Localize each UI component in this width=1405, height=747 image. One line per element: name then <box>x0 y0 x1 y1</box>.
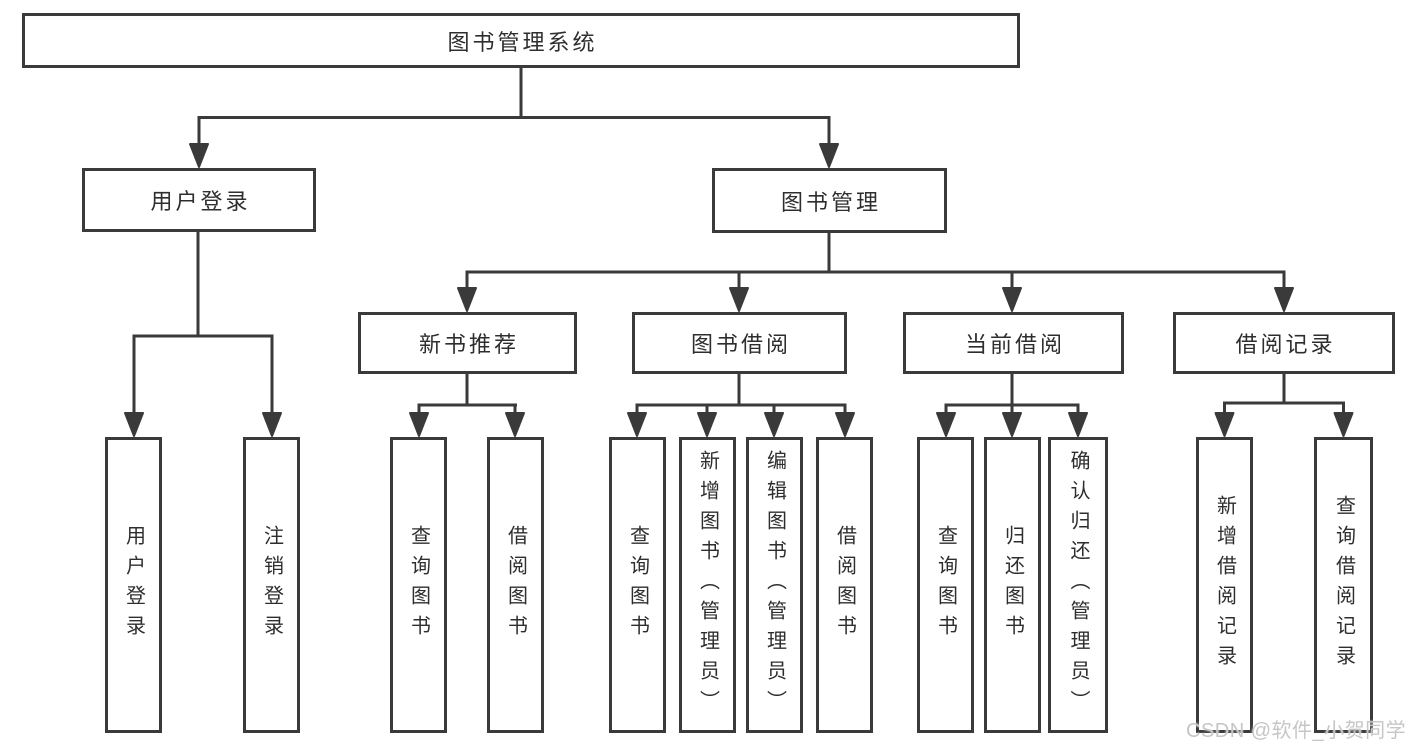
node-label: 归还图书 <box>1001 525 1024 645</box>
arrow-down-icon <box>1002 412 1022 437</box>
node-label: 当前借阅 <box>964 332 1065 357</box>
node-label: 新增图书（管理员） <box>696 450 719 720</box>
leaf-add-books-admin: 新增图书（管理员） <box>679 437 736 733</box>
leaf-query-books-current: 查询图书 <box>917 437 974 733</box>
arrow-down-icon <box>835 412 855 437</box>
arrow-down-icon <box>729 287 749 312</box>
node-label: 新书推荐 <box>418 332 519 357</box>
node-label: 查询图书 <box>934 525 957 645</box>
node-label: 编辑图书（管理员） <box>763 450 786 720</box>
arrow-down-icon <box>409 412 429 437</box>
leaf-user-login: 用户登录 <box>105 437 162 733</box>
branch-book-borrowing <box>627 374 855 437</box>
arrow-down-icon <box>627 412 647 437</box>
node-label: 注销登录 <box>260 525 283 645</box>
leaf-query-books-recommend: 查询图书 <box>390 437 447 733</box>
node-label: 用户登录 <box>122 525 145 645</box>
leaf-borrow-books-borrowing: 借阅图书 <box>816 437 873 733</box>
arrow-down-icon <box>936 412 956 437</box>
node-label: 新增借阅记录 <box>1213 495 1236 675</box>
node-user-login: 用户登录 <box>82 168 316 232</box>
leaf-confirm-return-admin: 确认归还（管理员） <box>1048 437 1108 733</box>
leaf-return-books: 归还图书 <box>984 437 1041 733</box>
arrow-down-icon <box>1068 412 1088 437</box>
arrow-down-icon <box>764 412 784 437</box>
arrow-down-icon <box>697 412 717 437</box>
arrow-down-icon <box>1333 412 1354 437</box>
node-label: 查询图书 <box>407 525 430 645</box>
node-label: 查询图书 <box>626 525 649 645</box>
node-label: 图书借阅 <box>690 332 791 357</box>
leaf-edit-books-admin: 编辑图书（管理员） <box>746 437 803 733</box>
node-label: 图书管理 <box>780 189 881 215</box>
node-label: 查询借阅记录 <box>1332 495 1355 675</box>
leaf-query-books-borrowing: 查询图书 <box>609 437 666 733</box>
branch-user-login <box>124 231 282 437</box>
leaf-query-borrow-record: 查询借阅记录 <box>1314 437 1373 733</box>
arrow-down-icon <box>819 143 839 168</box>
node-label: 用户登录 <box>150 189 251 214</box>
watermark: CSDN @软件_小贺同学 <box>1186 720 1405 742</box>
node-label: 借阅图书 <box>833 525 856 645</box>
branch-root-to-level2 <box>189 68 839 168</box>
node-current-borrowing: 当前借阅 <box>903 312 1124 374</box>
arrow-down-icon <box>1002 287 1022 312</box>
branch-new-book-recommendation <box>409 374 525 437</box>
node-label: 确认归还（管理员） <box>1067 450 1089 720</box>
node-book-borrowing: 图书借阅 <box>632 312 847 374</box>
arrow-down-icon <box>189 143 209 168</box>
node-book-management: 图书管理 <box>712 168 947 233</box>
node-label: 借阅记录 <box>1235 332 1336 357</box>
node-new-book-recommendation: 新书推荐 <box>358 312 577 374</box>
arrow-down-icon <box>1214 412 1235 437</box>
leaf-borrow-books-recommend: 借阅图书 <box>487 437 544 733</box>
branch-current-borrowing <box>936 374 1088 437</box>
branch-book-management <box>457 233 1294 312</box>
node-root: 图书管理系统 <box>22 13 1020 68</box>
branch-borrowing-records <box>1214 374 1354 437</box>
arrow-down-icon <box>262 412 282 437</box>
arrow-down-icon <box>124 412 144 437</box>
leaf-logout: 注销登录 <box>243 437 300 733</box>
node-label: 借阅图书 <box>504 525 527 645</box>
node-borrowing-records: 借阅记录 <box>1173 312 1395 374</box>
arrow-down-icon <box>457 287 477 312</box>
leaf-add-borrow-record: 新增借阅记录 <box>1196 437 1253 733</box>
arrow-down-icon <box>505 412 525 437</box>
arrow-down-icon <box>1274 287 1294 312</box>
node-label: 图书管理系统 <box>447 29 598 55</box>
